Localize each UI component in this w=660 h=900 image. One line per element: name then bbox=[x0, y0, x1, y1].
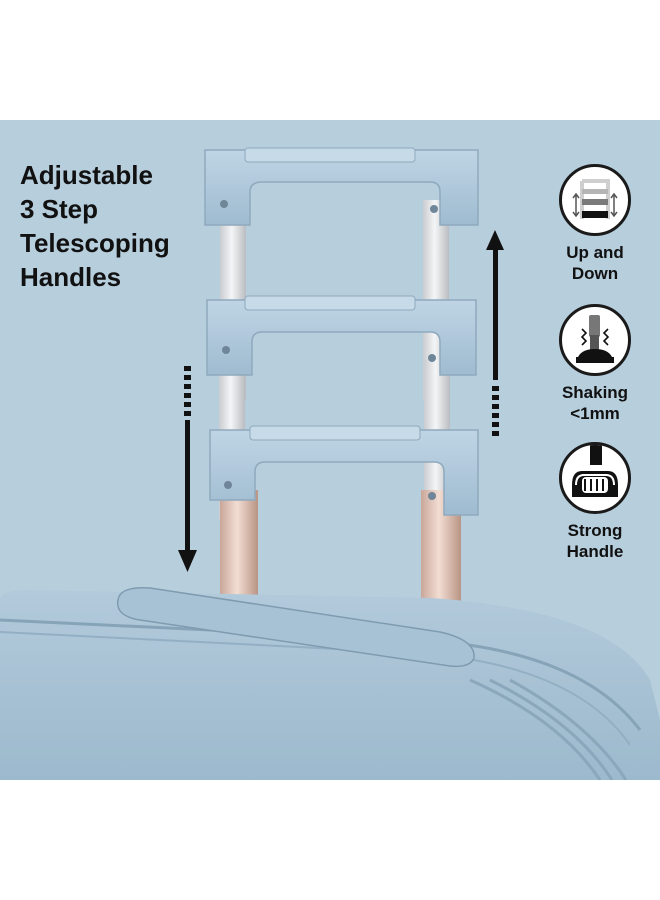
feature-shaking-label: Shaking <1mm bbox=[540, 382, 650, 424]
headline-line-2: 3 Step bbox=[20, 194, 99, 224]
feature-strong-handle-line-1: Strong bbox=[567, 521, 623, 540]
headline: Adjustable 3 Step Telescoping Handles bbox=[20, 158, 170, 294]
carry-handle bbox=[116, 587, 475, 668]
product-scene: Adjustable 3 Step Telescoping Handles Up… bbox=[0, 120, 660, 780]
feature-shaking-line-2: <1mm bbox=[570, 404, 620, 423]
feature-up-down: Up and Down bbox=[540, 164, 650, 284]
telescopic-poles bbox=[219, 200, 461, 640]
feature-shaking-line-1: Shaking bbox=[561, 383, 629, 402]
headline-line-1: Adjustable bbox=[20, 160, 153, 190]
up-arrow-icon bbox=[486, 230, 504, 436]
down-arrow-icon bbox=[178, 366, 197, 572]
luggage-illustration bbox=[0, 147, 660, 780]
feature-strong-handle: Strong Handle bbox=[540, 442, 650, 562]
handle-stage-top bbox=[204, 147, 479, 226]
headline-line-3: Telescoping bbox=[20, 228, 170, 258]
up-down-icon bbox=[559, 164, 631, 236]
shaking-icon bbox=[559, 304, 631, 376]
feature-up-down-line-1: Up and bbox=[566, 243, 624, 262]
feature-up-down-label: Up and Down bbox=[540, 242, 650, 284]
handle-stage-middle bbox=[206, 295, 477, 376]
feature-strong-handle-label: Strong Handle bbox=[540, 520, 650, 562]
feature-shaking: Shaking <1mm bbox=[540, 304, 650, 424]
feature-up-down-line-2: Down bbox=[571, 264, 619, 283]
feature-strong-handle-line-2: Handle bbox=[566, 542, 624, 561]
handle-stage-bottom bbox=[209, 425, 479, 516]
strong-handle-icon bbox=[559, 442, 631, 514]
headline-line-4: Handles bbox=[20, 262, 122, 292]
